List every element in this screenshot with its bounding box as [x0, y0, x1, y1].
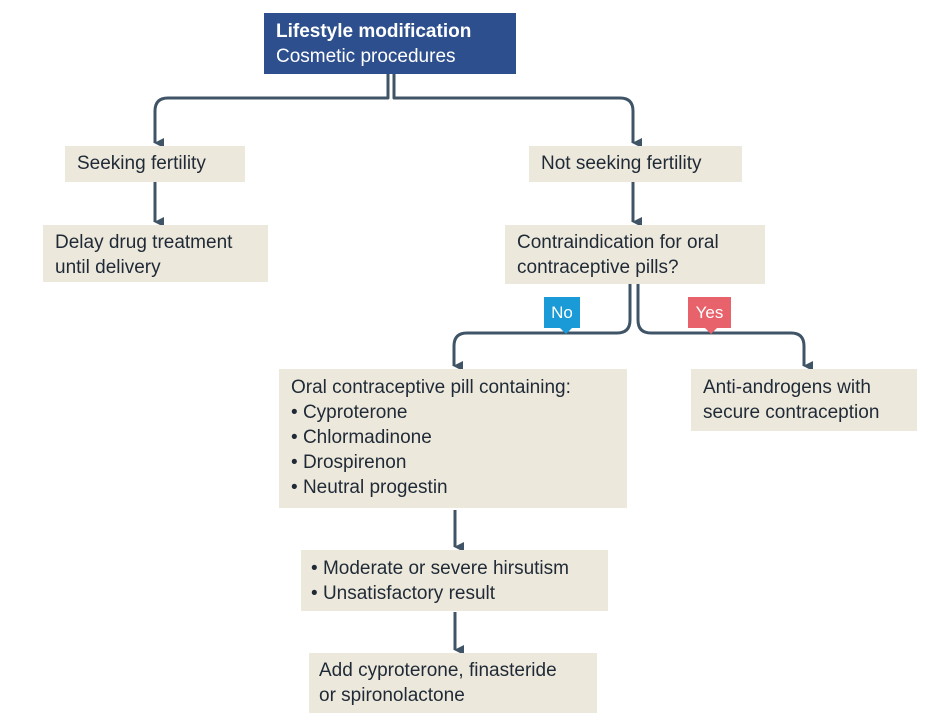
arrow-question-to-antiandrogens	[636, 284, 813, 371]
no-tag: No	[544, 297, 580, 328]
ocp-item: Cyproterone	[291, 400, 615, 425]
anti-androgens-box: Anti-androgens with secure contraception	[691, 369, 917, 431]
no-tag-pointer	[560, 328, 572, 334]
ocp-item: Drospirenon	[291, 450, 615, 475]
yes-tag: Yes	[688, 297, 731, 328]
contraindication-box: Contraindication for oral contraceptive …	[505, 225, 765, 284]
not-seeking-fertility-box: Not seeking fertility	[529, 146, 742, 182]
not-seeking-fertility-label: Not seeking fertility	[541, 153, 702, 174]
ocp-heading: Oral contraceptive pill containing:	[291, 377, 571, 398]
seeking-fertility-box: Seeking fertility	[65, 146, 245, 182]
ocp-item: Chlormadinone	[291, 425, 615, 450]
cosmetic-title: Cosmetic procedures	[276, 46, 456, 67]
delay-line-2: until delivery	[55, 257, 161, 278]
arrow-top-to-seeking	[153, 74, 390, 148]
anti-androgens-line-2: secure contraception	[703, 402, 880, 423]
ocp-item: Neutral progestin	[291, 475, 615, 500]
yes-tag-pointer	[705, 328, 717, 334]
oral-contraceptive-box: Oral contraceptive pill containing: Cypr…	[279, 369, 627, 508]
lifestyle-title: Lifestyle modification	[276, 21, 472, 42]
add-therapy-line-1: Add cyproterone, finasteride	[319, 660, 557, 681]
delay-line-1: Delay drug treatment	[55, 232, 233, 253]
anti-androgens-line-1: Anti-androgens with	[703, 377, 871, 398]
hirsutism-condition-box: Moderate or severe hirsutism Unsatisfact…	[301, 550, 608, 611]
delay-treatment-box: Delay drug treatment until delivery	[43, 225, 268, 282]
arrow-question-to-ocp	[452, 284, 632, 371]
add-therapy-line-2: or spironolactone	[319, 685, 465, 706]
condition-item: Unsatisfactory result	[311, 581, 598, 606]
condition-item: Moderate or severe hirsutism	[311, 556, 598, 581]
lifestyle-box: Lifestyle modification Cosmetic procedur…	[264, 13, 516, 74]
add-therapy-box: Add cyproterone, finasteride or spironol…	[309, 653, 597, 713]
contraindication-line-1: Contraindication for oral	[517, 232, 719, 253]
arrow-top-to-not-seeking	[392, 74, 642, 148]
seeking-fertility-label: Seeking fertility	[77, 153, 206, 174]
contraindication-line-2: contraceptive pills?	[517, 257, 679, 278]
